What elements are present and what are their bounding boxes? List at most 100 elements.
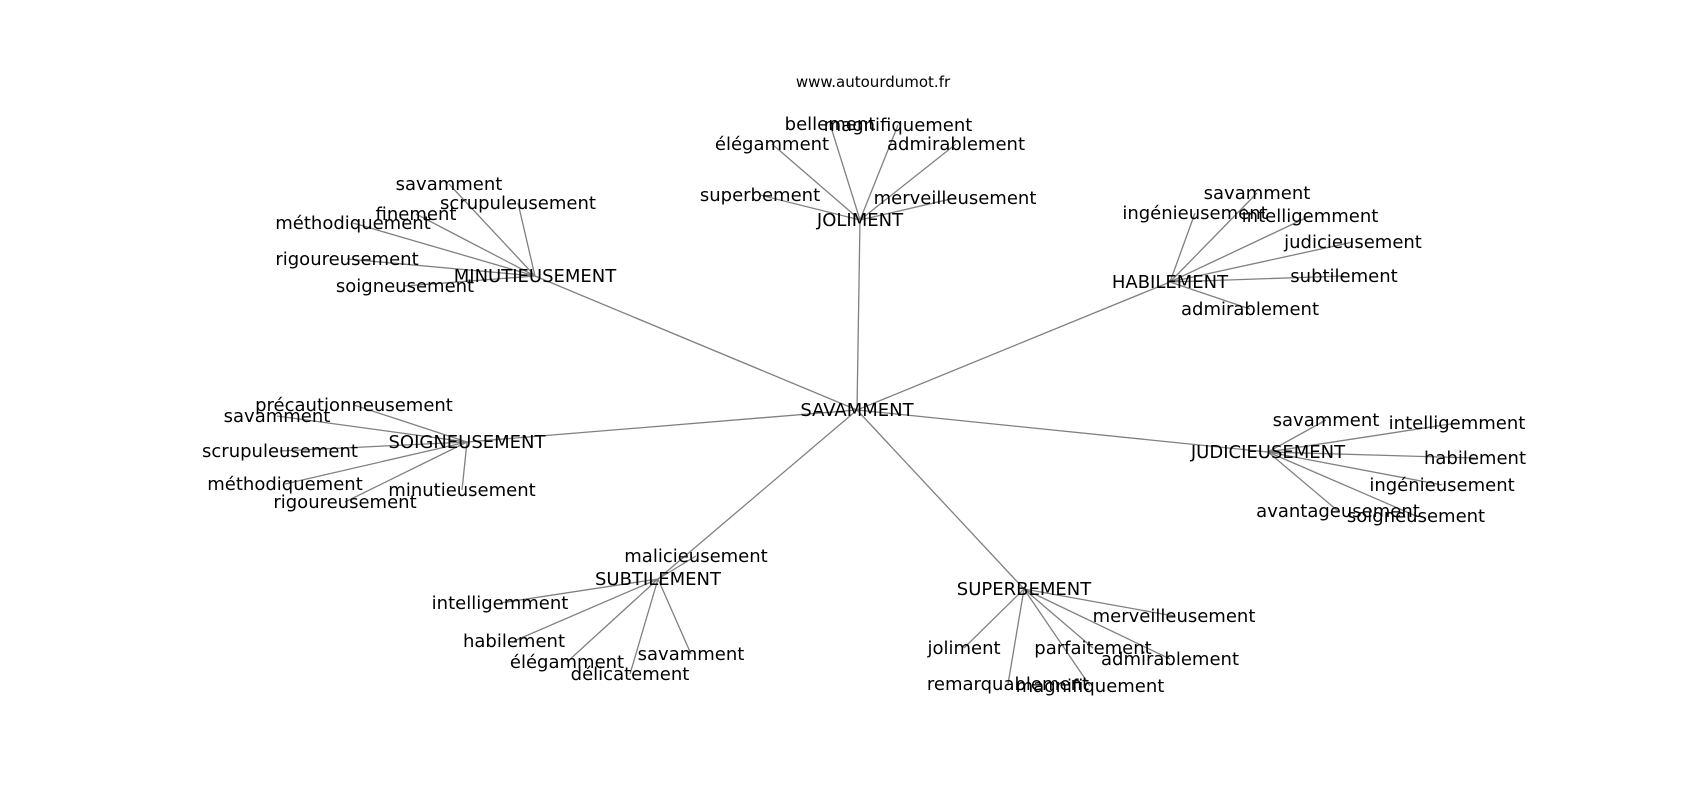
- edge-center-joliment: [856, 219, 861, 411]
- edge-judicieusement-soigneusement: [1267, 451, 1417, 517]
- edge-joliment-elegamment: [771, 143, 861, 221]
- leaf-node-ingenieusement[interactable]: ingénieusement: [1369, 475, 1514, 496]
- edge-superbement-parfaitement: [1023, 588, 1094, 649]
- edge-center-soigneusement: [466, 409, 858, 443]
- edge-joliment-bellement: [829, 123, 861, 221]
- edge-soigneusement-savamment: [276, 415, 468, 443]
- leaf-node-scrupuleusement[interactable]: scrupuleusement: [440, 193, 596, 214]
- hub-node-subtilement[interactable]: SUBTILEMENT: [595, 569, 722, 590]
- leaf-node-savamment[interactable]: savamment: [638, 644, 745, 665]
- leaf-node-judicieusement[interactable]: judicieusement: [1283, 232, 1422, 253]
- edge-habilement-ingenieusement: [1169, 212, 1196, 283]
- leaf-node-savamment[interactable]: savamment: [1273, 410, 1380, 431]
- edge-habilement-intelligemment: [1169, 215, 1311, 283]
- leaf-node-rigoureusement[interactable]: rigoureusement: [275, 249, 418, 270]
- leaf-node-scrupuleusement[interactable]: scrupuleusement: [202, 441, 358, 462]
- leaf-node-subtilement[interactable]: subtilement: [1290, 266, 1397, 287]
- leaf-node-malicieusement[interactable]: malicieusement: [624, 546, 767, 567]
- edge-joliment-superbement: [759, 194, 861, 221]
- leaf-node-intelligemment[interactable]: intelligemment: [432, 593, 569, 614]
- leaf-node-finement[interactable]: finement: [376, 204, 457, 225]
- leaf-node-savamment[interactable]: savamment: [1204, 183, 1311, 204]
- edge-judicieusement-avantageusement: [1267, 451, 1339, 512]
- edge-center-superbement: [856, 409, 1025, 590]
- leaf-node-avantageusement[interactable]: avantageusement: [1256, 501, 1420, 522]
- edge-center-minutieusement: [534, 275, 858, 411]
- edge-subtilement-savamment: [657, 578, 692, 655]
- leaf-node-soigneusement[interactable]: soigneusement: [1347, 506, 1485, 527]
- edge-subtilement-habilement: [513, 578, 659, 642]
- edge-minutieusement-methodiquement: [352, 222, 536, 277]
- leaf-node-admirablement[interactable]: admirablement: [1101, 649, 1239, 670]
- hub-node-minutieusement[interactable]: MINUTIEUSEMENT: [454, 266, 617, 287]
- edge-habilement-admirablement: [1169, 281, 1251, 310]
- leaf-node-methodiquement[interactable]: méthodiquement: [207, 474, 363, 495]
- leaf-node-parfaitement[interactable]: parfaitement: [1034, 638, 1151, 659]
- edge-superbement-joliment: [963, 588, 1025, 649]
- leaf-node-joliment[interactable]: joliment: [926, 638, 1000, 659]
- edge-subtilement-delicatement: [629, 578, 659, 675]
- leaf-node-precautionneusement[interactable]: précautionneusement: [255, 395, 453, 416]
- graph-labels: SAVAMMENTJOLIMENTbellementmagnifiquement…: [202, 114, 1526, 697]
- hub-node-superbement[interactable]: SUPERBEMENT: [957, 579, 1092, 600]
- leaf-node-ingenieusement[interactable]: ingénieusement: [1122, 203, 1267, 224]
- edge-soigneusement-scrupuleusement: [279, 441, 468, 452]
- edge-superbement-admirablement: [1023, 588, 1171, 660]
- leaf-node-admirablement[interactable]: admirablement: [887, 134, 1025, 155]
- leaf-node-elegamment[interactable]: élégamment: [510, 652, 624, 673]
- leaf-node-delicatement[interactable]: délicatement: [571, 664, 690, 685]
- edge-habilement-savamment: [1169, 192, 1258, 283]
- leaf-node-merveilleusement[interactable]: merveilleusement: [1093, 606, 1256, 627]
- edge-judicieusement-intelligemment: [1267, 422, 1458, 453]
- leaf-node-intelligemment[interactable]: intelligemment: [1242, 206, 1379, 227]
- leaf-node-admirablement[interactable]: admirablement: [1181, 299, 1319, 320]
- leaf-node-minutieusement[interactable]: minutieusement: [388, 480, 535, 501]
- leaf-node-merveilleusement[interactable]: merveilleusement: [874, 188, 1037, 209]
- leaf-node-magnifiquement[interactable]: magnifiquement: [1016, 676, 1165, 697]
- edge-center-judicieusement: [856, 409, 1269, 453]
- edge-superbement-magnifiquement: [1023, 588, 1091, 687]
- leaf-node-rigoureusement[interactable]: rigoureusement: [273, 492, 416, 513]
- site-url[interactable]: www.autourdumot.fr: [796, 73, 951, 91]
- leaf-node-remarquablement[interactable]: remarquablement: [927, 674, 1089, 695]
- edge-superbement-remarquablement: [1007, 588, 1025, 685]
- edge-minutieusement-scrupuleusement: [517, 202, 536, 277]
- hub-node-habilement[interactable]: HABILEMENT: [1112, 272, 1229, 293]
- edge-judicieusement-ingenieusement: [1267, 451, 1443, 486]
- edge-superbement-merveilleusement: [1023, 588, 1175, 617]
- leaf-node-methodiquement[interactable]: méthodiquement: [275, 213, 431, 234]
- edge-habilement-judicieusement: [1169, 241, 1354, 283]
- edge-subtilement-malicieusement: [657, 555, 697, 580]
- graph-edges: [276, 123, 1476, 687]
- edge-joliment-admirablement: [859, 143, 957, 221]
- leaf-node-soigneusement[interactable]: soigneusement: [336, 276, 474, 297]
- edge-joliment-magnifiquement: [859, 124, 899, 221]
- hub-node-joliment[interactable]: JOLIMENT: [816, 210, 904, 231]
- edge-joliment-merveilleusement: [859, 197, 956, 221]
- leaf-node-habilement[interactable]: habilement: [1424, 448, 1526, 469]
- leaf-node-savamment[interactable]: savamment: [224, 406, 331, 427]
- leaf-node-elegamment[interactable]: élégamment: [715, 134, 829, 155]
- edge-subtilement-elegamment: [566, 578, 659, 663]
- leaf-node-intelligemment[interactable]: intelligemment: [1389, 413, 1526, 434]
- edge-minutieusement-finement: [415, 213, 536, 277]
- center-node[interactable]: SAVAMMENT: [800, 400, 914, 421]
- edge-habilement-subtilement: [1169, 275, 1345, 283]
- edge-center-habilement: [856, 281, 1171, 411]
- edge-judicieusement-savamment: [1267, 419, 1327, 453]
- edge-soigneusement-minutieusement: [461, 441, 468, 491]
- edge-soigneusement-methodiquement: [284, 441, 468, 485]
- hub-node-judicieusement[interactable]: JUDICIEUSEMENT: [1190, 442, 1346, 463]
- edge-minutieusement-savamment: [448, 183, 536, 277]
- edge-judicieusement-habilement: [1267, 451, 1476, 459]
- hub-node-soigneusement[interactable]: SOIGNEUSEMENT: [388, 432, 546, 453]
- leaf-node-bellement[interactable]: bellement: [785, 114, 876, 135]
- leaf-node-savamment[interactable]: savamment: [396, 174, 503, 195]
- edge-minutieusement-soigneusement: [404, 275, 536, 287]
- edge-center-subtilement: [657, 409, 858, 580]
- leaf-node-superbement[interactable]: superbement: [700, 185, 820, 206]
- leaf-node-magnifiquement[interactable]: magnifiquement: [824, 115, 973, 136]
- leaf-node-habilement[interactable]: habilement: [463, 631, 565, 652]
- edge-soigneusement-rigoureusement: [344, 441, 468, 503]
